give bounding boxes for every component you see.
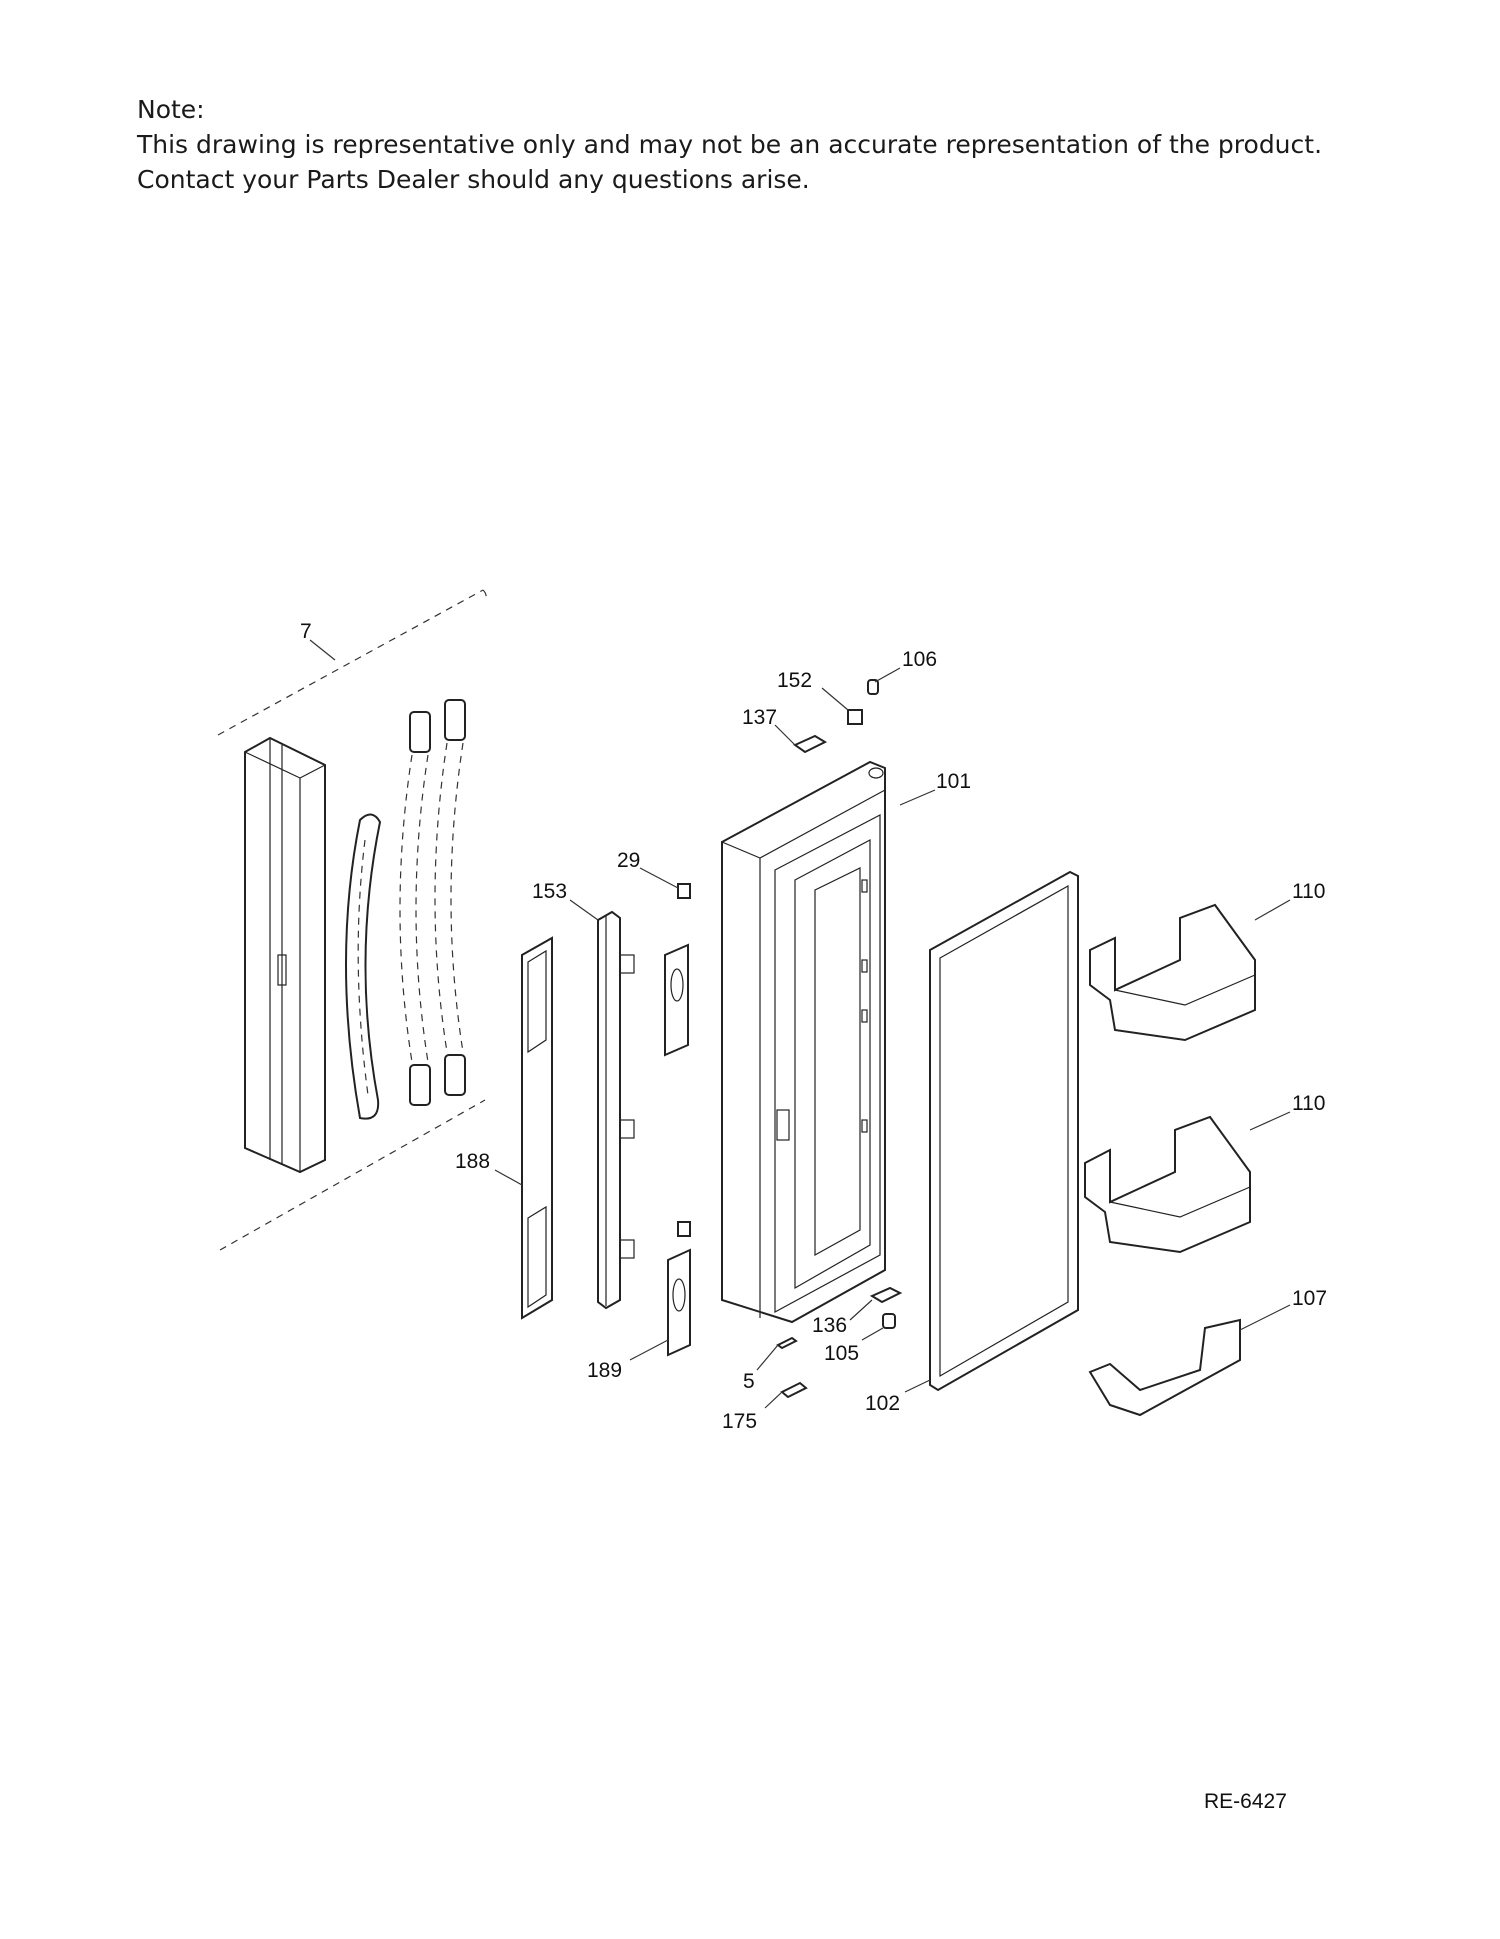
callout-29: 29 <box>617 849 640 872</box>
door-bin-lower <box>1084 1115 1251 1254</box>
part-152 <box>847 709 863 725</box>
disclaimer-note: Note: This drawing is representative onl… <box>137 92 1437 197</box>
door-101 <box>721 760 886 1324</box>
callout-102: 102 <box>865 1392 900 1415</box>
gasket-102 <box>929 870 1079 1392</box>
part-106 <box>867 679 879 695</box>
door-handle <box>345 813 382 1120</box>
plate-189 <box>667 1248 691 1357</box>
door-bin-upper <box>1089 903 1256 1042</box>
part-5 <box>776 1336 798 1350</box>
clip-29 <box>677 883 691 1237</box>
part-136 <box>869 1286 903 1304</box>
leader-lines <box>309 639 1291 1409</box>
callout-5: 5 <box>743 1370 755 1393</box>
handle-cover-box <box>244 736 326 1174</box>
trim-strip-188 <box>521 936 553 1320</box>
note-heading: Note: <box>137 95 205 124</box>
callout-152: 152 <box>777 669 812 692</box>
handle-kit-group <box>217 589 487 1251</box>
door-shelf-107 <box>1088 1318 1241 1417</box>
plate-upper <box>664 943 689 1057</box>
callout-188: 188 <box>455 1150 490 1173</box>
callout-175: 175 <box>722 1410 757 1433</box>
callout-153: 153 <box>532 880 567 903</box>
callout-107: 107 <box>1292 1287 1327 1310</box>
callout-106: 106 <box>902 648 937 671</box>
bracket-strip-153 <box>597 910 635 1310</box>
callout-101: 101 <box>936 770 971 793</box>
callout-7: 7 <box>300 620 312 643</box>
note-line-1: This drawing is representative only and … <box>137 130 1323 159</box>
callout-110-upper: 110 <box>1292 880 1325 903</box>
handle-mount-left <box>399 711 431 1106</box>
callout-110-lower: 110 <box>1292 1092 1325 1115</box>
callout-189: 189 <box>587 1359 622 1382</box>
note-line-2: Contact your Parts Dealer should any que… <box>137 165 810 194</box>
part-137 <box>792 734 828 754</box>
part-175 <box>780 1381 808 1399</box>
handle-mount-right <box>434 699 466 1096</box>
callout-136: 136 <box>812 1314 847 1337</box>
callout-137: 137 <box>742 706 777 729</box>
drawing-reference-id: RE-6427 <box>1204 1790 1287 1813</box>
part-105 <box>882 1313 896 1329</box>
callout-105: 105 <box>824 1342 859 1365</box>
